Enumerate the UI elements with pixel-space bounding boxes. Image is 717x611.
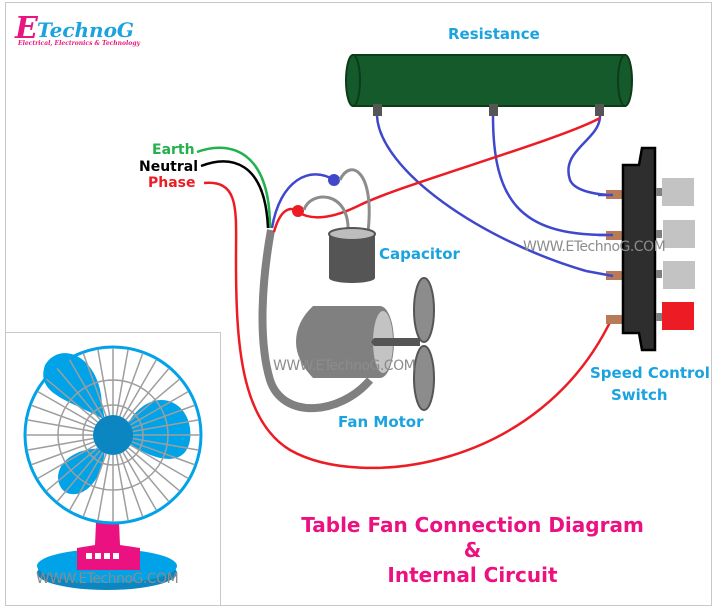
watermark-fan: WWW.ETechnoG.COM: [36, 571, 179, 587]
fan-hub: [93, 415, 133, 455]
phase-label: Phase: [148, 175, 196, 191]
fan-spoke: [37, 390, 97, 426]
speed-control-label: Speed Control: [590, 364, 710, 382]
speed-control-switch: [606, 146, 695, 352]
title-line-2: &: [463, 538, 482, 562]
fan-spoke: [129, 390, 189, 426]
switch-terminal-2: [606, 231, 622, 240]
earth-label: Earth: [152, 142, 195, 158]
motor-shaft: [371, 338, 420, 346]
resistor-terminal-2: [489, 104, 498, 116]
fan-spoke: [127, 378, 181, 423]
fan-spoke: [68, 451, 104, 511]
title-line-1: Table Fan Connection Diagram: [301, 513, 644, 537]
resistor-terminal-3: [595, 104, 604, 116]
fan-spoke: [115, 349, 129, 416]
capacitor-lead-1: [302, 195, 350, 233]
fan-illustration-box: [5, 332, 221, 606]
fan-spoke: [45, 378, 99, 423]
fan-spoke: [97, 454, 111, 521]
fan-spoke: [132, 437, 199, 451]
fan-guard-spokes: [26, 348, 200, 522]
fan-spoke: [122, 359, 158, 419]
switch-body: [621, 146, 657, 352]
fan-spoke: [56, 367, 101, 421]
fan-spoke: [45, 447, 99, 492]
wire-r3-to-switch1: [567, 115, 614, 197]
red-junction: [292, 205, 304, 217]
watermark-motor: WWW.ETechnoG.COM: [273, 358, 416, 374]
fan-spoke: [37, 444, 97, 480]
resistor-terminal-1: [373, 104, 382, 116]
logo-initial: E: [15, 11, 38, 46]
speed-button-2[interactable]: [663, 220, 695, 248]
fan-motor-label: Fan Motor: [338, 413, 424, 431]
coil-wires: [375, 115, 614, 273]
fan-spoke: [129, 444, 189, 480]
motor-body: [296, 306, 380, 378]
fan-spoke: [27, 437, 94, 451]
logo-name: TechnoG: [37, 18, 134, 42]
capacitor-body: [329, 234, 375, 278]
off-button[interactable]: [662, 302, 694, 330]
fan-motor: [296, 277, 435, 411]
fan-spoke: [127, 447, 181, 492]
title-line-3: Internal Circuit: [387, 563, 558, 587]
neutral-wire: [200, 160, 270, 229]
resistor-left-cap: [345, 54, 361, 107]
fan-stand: [77, 500, 140, 570]
fan-spoke: [115, 454, 129, 521]
resistance-label: Resistance: [448, 25, 540, 43]
resistor-body: [352, 54, 626, 107]
fan-spoke: [131, 404, 196, 429]
capacitor: [328, 227, 376, 283]
fan-spoke: [119, 453, 144, 518]
fan-spoke: [30, 404, 95, 429]
capacitor-label: Capacitor: [379, 245, 460, 263]
switch-terminal-4: [606, 315, 622, 324]
fan-spoke: [68, 359, 104, 419]
fan-spoke: [82, 453, 107, 518]
resistor-right-cap: [617, 54, 633, 107]
fan-spoke: [125, 367, 170, 421]
switch-terminal-3: [606, 271, 622, 280]
fan-spoke: [82, 352, 107, 417]
motor-blue-lead: [270, 173, 335, 229]
blue-junction: [328, 174, 340, 186]
fan-spoke: [132, 419, 199, 433]
fan-spoke: [119, 352, 144, 417]
motor-red-lead: [272, 116, 601, 233]
fan-spoke: [122, 451, 158, 511]
wire-r2-to-switch2: [491, 115, 607, 237]
speed-button-3[interactable]: [663, 261, 695, 289]
fan-spoke: [125, 449, 170, 503]
fan-spoke: [27, 419, 94, 433]
neutral-label: Neutral: [139, 159, 199, 175]
fan-spoke: [131, 441, 196, 466]
earth-wire: [196, 146, 272, 229]
fan-spoke: [97, 349, 111, 416]
watermark-switch: WWW.ETechnoG.COM: [523, 239, 666, 255]
capacitor-lead-2: [338, 168, 371, 233]
fan-spoke: [30, 441, 95, 466]
fan-spoke: [56, 449, 101, 503]
motor-blade-bottom: [413, 345, 435, 411]
phase-wire-to-switch: [203, 181, 614, 470]
switch-terminal-1: [606, 190, 622, 199]
wire-r1-to-switch3: [375, 115, 587, 273]
diagram-title: Table Fan Connection Diagram & Internal …: [290, 513, 655, 588]
switch-label: Switch: [611, 386, 668, 404]
table-fan-illustration: [23, 345, 203, 590]
motor-blade-top: [413, 277, 435, 343]
capacitor-top: [328, 227, 376, 241]
logo-tagline: Electrical, Electronics & Technology: [18, 40, 140, 47]
speed-button-1[interactable]: [662, 178, 694, 206]
resistor: [345, 54, 633, 116]
motor-cable: [258, 229, 374, 413]
diagram-frame: [5, 2, 712, 606]
